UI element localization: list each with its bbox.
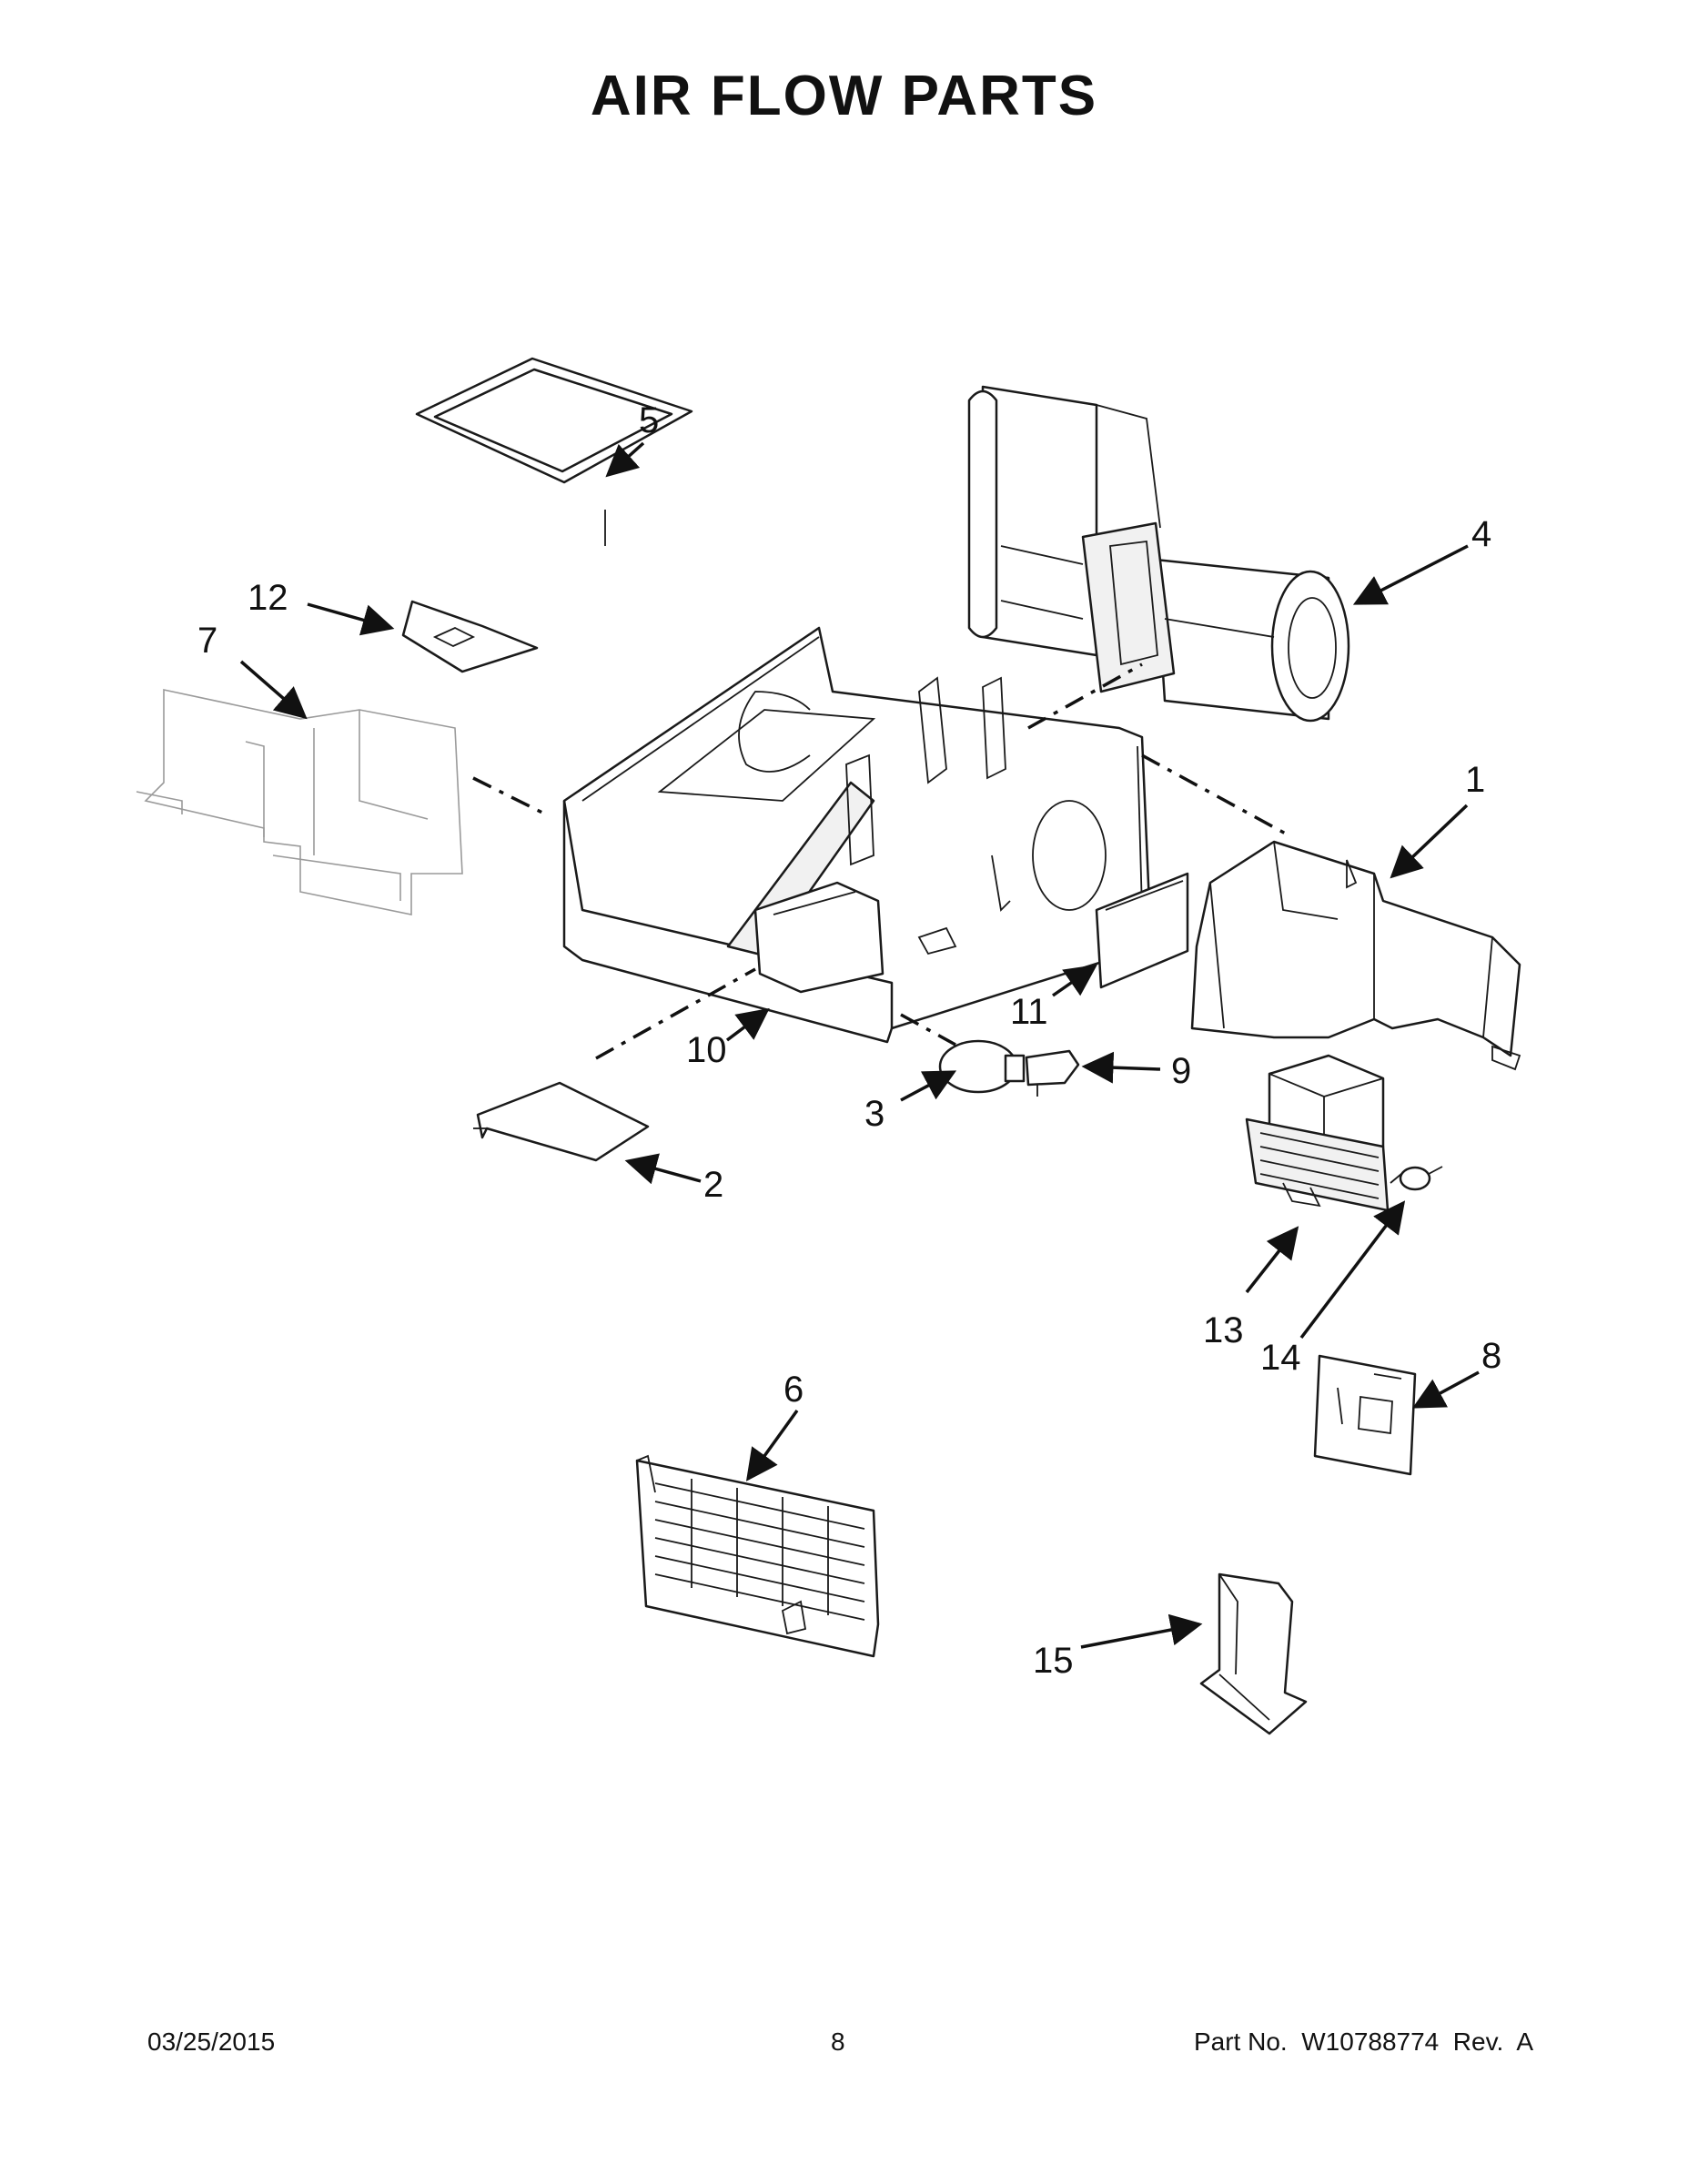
callout-8: 8: [1481, 1336, 1501, 1376]
part-8-control-board: [1313, 1354, 1417, 1476]
callout-9: 9: [1171, 1051, 1191, 1091]
part-2-cover: [473, 1081, 650, 1162]
callout-2: 2: [703, 1165, 723, 1205]
callout-1: 1: [1465, 760, 1485, 800]
callout-14: 14: [1260, 1338, 1301, 1378]
part-9-lamp-socket: [1025, 1049, 1080, 1097]
footer-page-number: 8: [831, 2027, 845, 2056]
callout-5: 5: [639, 400, 659, 440]
part-15-bracket: [1199, 1572, 1308, 1735]
part-14-thermal-cutout: [1390, 1166, 1443, 1191]
callout-3: 3: [864, 1094, 884, 1134]
assembly-lines: [472, 662, 1293, 1060]
part-11-panel: [1095, 872, 1189, 989]
leader-arrows: [239, 441, 1480, 1649]
part-5-charcoal-filter: [415, 357, 693, 484]
callout-6: 6: [783, 1370, 804, 1410]
callout-15: 15: [1033, 1641, 1074, 1681]
part-13-transformer: [1245, 1054, 1390, 1212]
callout-7: 7: [197, 621, 217, 661]
part-10-base-assembly: [562, 510, 1153, 1044]
footer-part-number: Part No. W10788774 Rev. A: [1193, 2027, 1533, 2056]
part-1-air-duct-housing: [1190, 840, 1521, 1071]
part-7-air-duct: [136, 689, 463, 915]
callout-13: 13: [1203, 1310, 1244, 1350]
callout-10: 10: [686, 1030, 727, 1070]
part-6-vent-grille: [635, 1454, 880, 1658]
callout-11: 11: [1010, 992, 1048, 1032]
page-title: AIR FLOW PARTS: [590, 65, 1098, 127]
part-3-lamp: [938, 1039, 1026, 1094]
footer-date: 03/25/2015: [147, 2027, 276, 2056]
part-12-plate: [401, 600, 539, 673]
callout-12: 12: [248, 578, 288, 618]
callout-labels: 1 2 3 4 5 6 7 8 9 10 11 12 13 14 15: [197, 400, 1501, 1681]
callout-4: 4: [1471, 514, 1491, 554]
part-4-blower-motor: [967, 385, 1350, 723]
